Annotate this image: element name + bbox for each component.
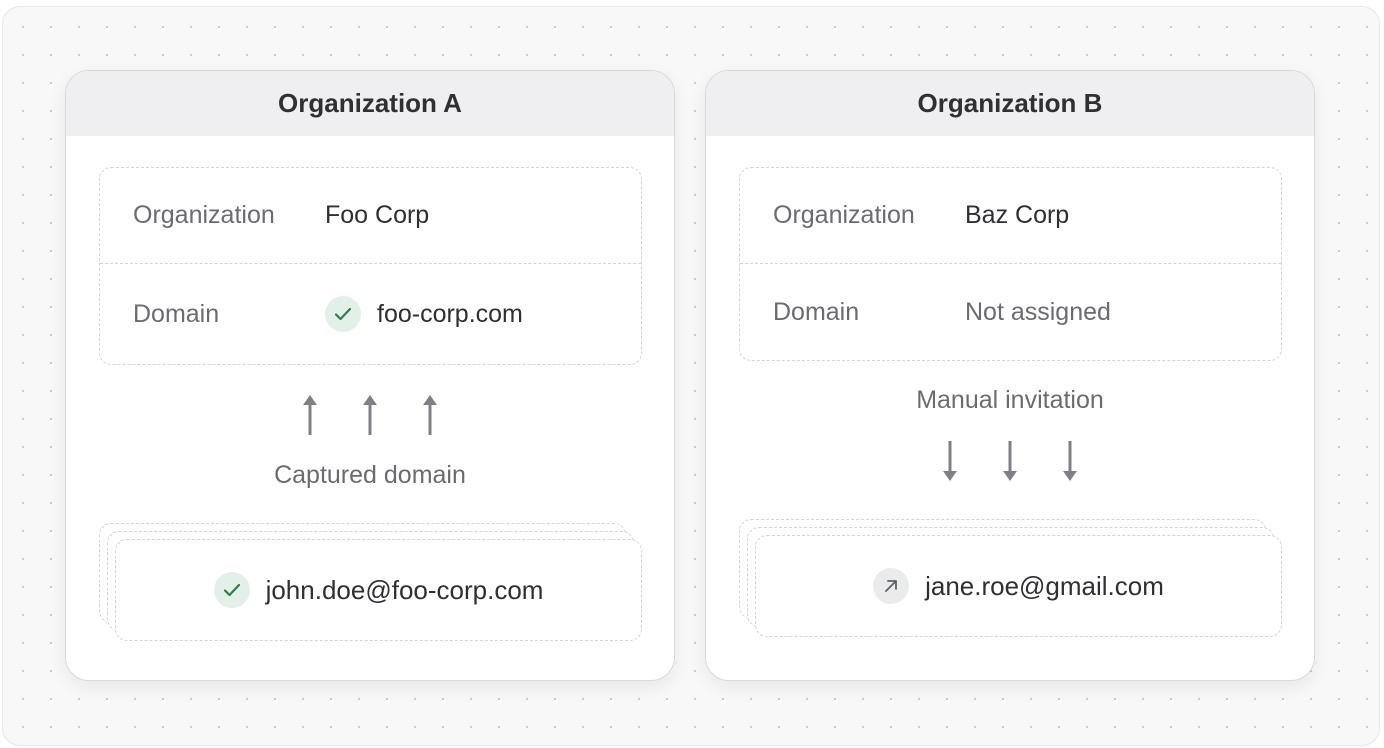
domain-value: foo-corp.com — [325, 296, 523, 332]
domain-label: Domain — [773, 297, 860, 326]
user-email: john.doe@foo-corp.com — [265, 574, 544, 605]
check-icon — [325, 296, 361, 332]
organization-b-card: Organization B Organization Baz Corp Dom… — [705, 70, 1315, 681]
user-email: jane.roe@gmail.com — [925, 570, 1164, 601]
organization-info-box: Organization Foo Corp Domain foo-corp.co… — [99, 167, 642, 365]
organization-label: Organization — [133, 201, 275, 229]
card-title: Organization A — [66, 71, 674, 136]
organization-value: Foo Corp — [325, 201, 430, 229]
user-card-stack: jane.roe@gmail.com — [739, 519, 1282, 639]
check-icon — [213, 572, 250, 608]
user-card-stack: john.doe@foo-corp.com — [99, 523, 642, 643]
arrow-up-icon — [363, 395, 377, 435]
captured-domain-caption: Captured domain — [274, 461, 466, 489]
organization-row: Organization Foo Corp — [100, 168, 641, 264]
domain-text: foo-corp.com — [377, 299, 523, 328]
organization-a-card: Organization A Organization Foo Corp Dom… — [65, 70, 675, 681]
user-card: john.doe@foo-corp.com — [115, 539, 642, 641]
domain-label: Domain — [133, 299, 220, 328]
organization-info-box: Organization Baz Corp Domain Not assigne… — [739, 167, 1282, 361]
arrow-down-icon — [943, 441, 957, 481]
arrow-up-icon — [303, 395, 317, 435]
down-arrows — [706, 439, 1314, 483]
manual-invitation-caption: Manual invitation — [916, 386, 1104, 414]
domain-row: Domain Not assigned — [740, 264, 1281, 360]
card-title: Organization B — [706, 71, 1314, 136]
arrow-down-icon — [1063, 441, 1077, 481]
arrow-down-icon — [1003, 441, 1017, 481]
arrow-up-icon — [423, 395, 437, 435]
user-card: jane.roe@gmail.com — [755, 535, 1282, 637]
domain-row: Domain foo-corp.com — [100, 264, 641, 364]
arrow-up-right-icon — [873, 568, 910, 604]
domain-value: Not assigned — [965, 297, 1111, 326]
up-arrows — [66, 393, 674, 437]
organization-value: Baz Corp — [965, 201, 1070, 229]
organization-label: Organization — [773, 201, 915, 229]
organization-row: Organization Baz Corp — [740, 168, 1281, 264]
